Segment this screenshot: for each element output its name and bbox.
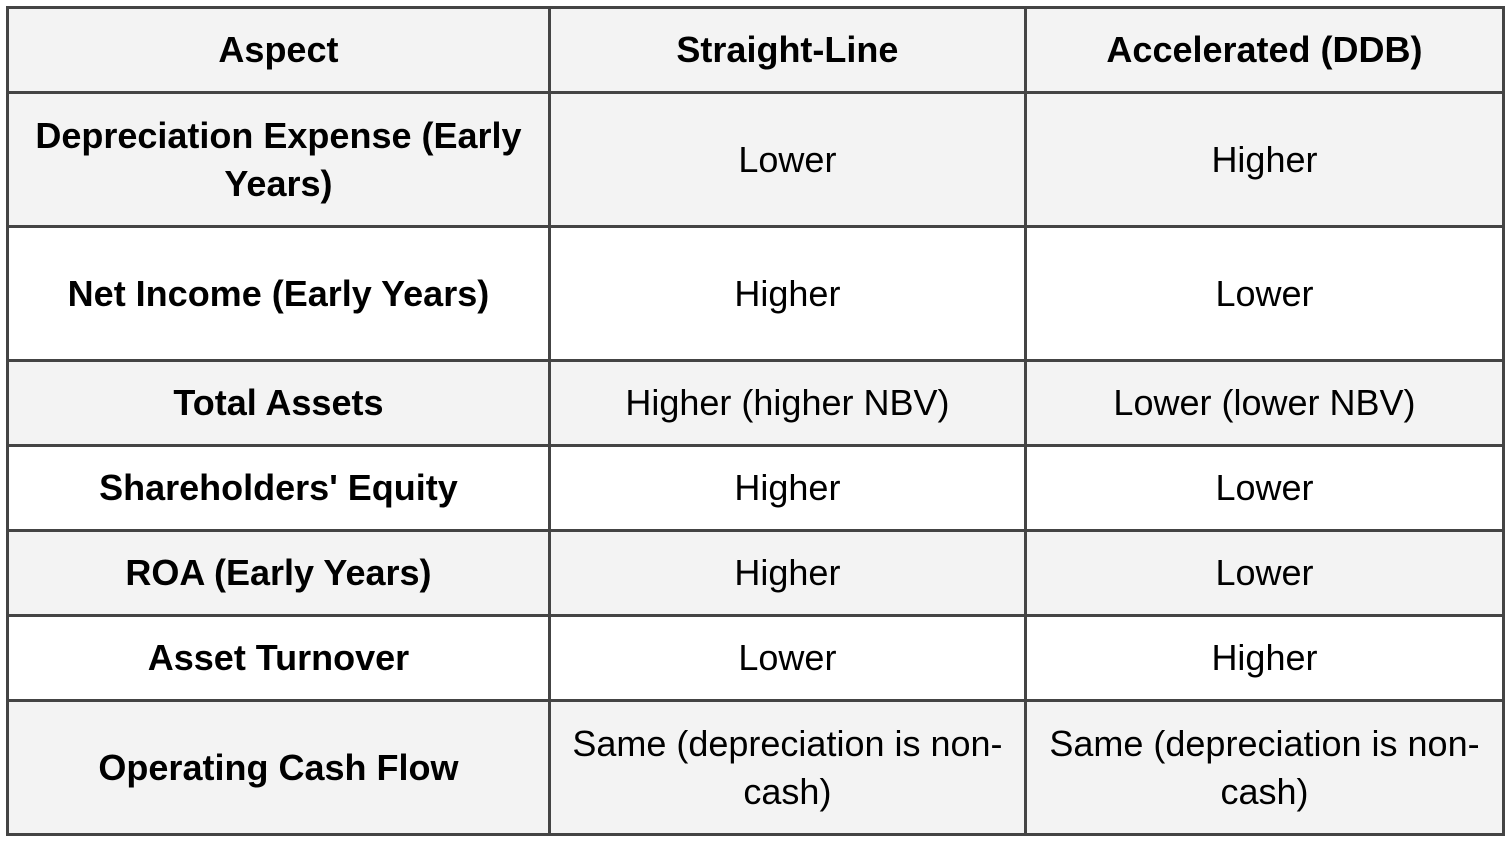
straight-line-cell: Higher bbox=[547, 529, 1027, 617]
table-row: ROA (Early Years) Higher Lower bbox=[6, 529, 1506, 617]
aspect-cell: Operating Cash Flow bbox=[6, 699, 551, 836]
ddb-cell: Lower bbox=[1023, 444, 1506, 532]
aspect-cell: Depreciation Expense (Early Years) bbox=[6, 91, 551, 228]
straight-line-cell: Lower bbox=[547, 614, 1027, 702]
table-row: Operating Cash Flow Same (depreciation i… bbox=[6, 699, 1506, 836]
table-row: Total Assets Higher (higher NBV) Lower (… bbox=[6, 359, 1506, 447]
header-aspect: Aspect bbox=[6, 6, 551, 94]
ddb-cell: Lower bbox=[1023, 529, 1506, 617]
table-row: Depreciation Expense (Early Years) Lower… bbox=[6, 91, 1506, 228]
aspect-cell: ROA (Early Years) bbox=[6, 529, 551, 617]
comparison-table: Aspect Straight-Line Accelerated (DDB) D… bbox=[6, 6, 1506, 836]
table-row: Asset Turnover Lower Higher bbox=[6, 614, 1506, 702]
ddb-cell: Lower bbox=[1023, 225, 1506, 362]
ddb-cell: Higher bbox=[1023, 614, 1506, 702]
aspect-cell: Shareholders' Equity bbox=[6, 444, 551, 532]
table-row: Net Income (Early Years) Higher Lower bbox=[6, 225, 1506, 362]
header-row: Aspect Straight-Line Accelerated (DDB) bbox=[6, 6, 1506, 94]
straight-line-cell: Higher bbox=[547, 444, 1027, 532]
header-accelerated-ddb: Accelerated (DDB) bbox=[1023, 6, 1506, 94]
aspect-cell: Net Income (Early Years) bbox=[6, 225, 551, 362]
ddb-cell: Same (depreciation is non-cash) bbox=[1023, 699, 1506, 836]
straight-line-cell: Same (depreciation is non-cash) bbox=[547, 699, 1027, 836]
ddb-cell: Lower (lower NBV) bbox=[1023, 359, 1506, 447]
aspect-cell: Total Assets bbox=[6, 359, 551, 447]
aspect-cell: Asset Turnover bbox=[6, 614, 551, 702]
straight-line-cell: Higher (higher NBV) bbox=[547, 359, 1027, 447]
table-row: Shareholders' Equity Higher Lower bbox=[6, 444, 1506, 532]
straight-line-cell: Lower bbox=[547, 91, 1027, 228]
ddb-cell: Higher bbox=[1023, 91, 1506, 228]
straight-line-cell: Higher bbox=[547, 225, 1027, 362]
header-straight-line: Straight-Line bbox=[547, 6, 1027, 94]
